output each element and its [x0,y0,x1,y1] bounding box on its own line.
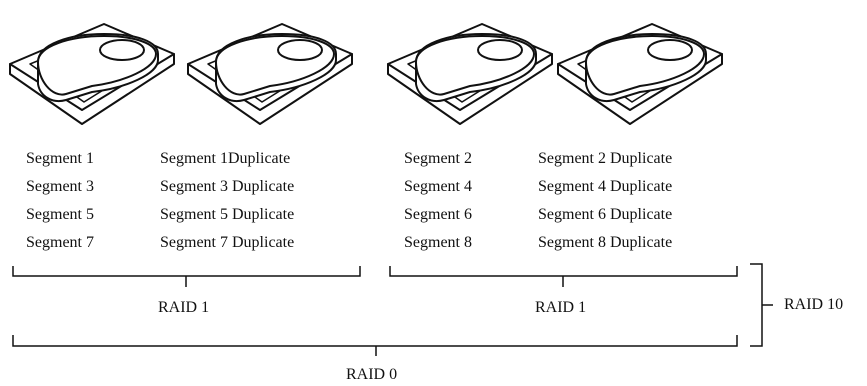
segment-duplicate-label: Segment 1Duplicate [160,150,291,167]
raid10-bracket [750,263,763,347]
raid0-label: RAID 0 [346,366,398,383]
segment-label: Segment 8 [404,234,472,251]
segment-duplicate-label: Segment 4 Duplicate [538,178,673,195]
segment-label: Segment 3 [26,178,94,195]
raid10-label: RAID 10 [784,296,844,313]
segment-label: Segment 6 [404,206,472,223]
segment-duplicate-label: Segment 5 Duplicate [160,206,295,223]
segment-duplicate-label: Segment 2 Duplicate [538,150,673,167]
raid1-right-bracket [389,266,738,277]
segment-duplicate-label: Segment 3 Duplicate [160,178,295,195]
segment-duplicate-label: Segment 7 Duplicate [160,234,295,251]
segment-label: Segment 4 [404,178,472,195]
segment-duplicate-label: Segment 8 Duplicate [538,234,673,251]
raid0-bracket [12,335,738,347]
segment-label: Segment 1 [26,150,94,167]
segment-label: Segment 5 [26,206,94,223]
raid1-left-bracket [12,266,361,277]
segment-label: Segment 7 [26,234,94,251]
segment-duplicate-label: Segment 6 Duplicate [538,206,673,223]
segment-label: Segment 2 [404,150,472,167]
raid1-left-label: RAID 1 [158,299,210,316]
raid1-right-label: RAID 1 [535,299,587,316]
